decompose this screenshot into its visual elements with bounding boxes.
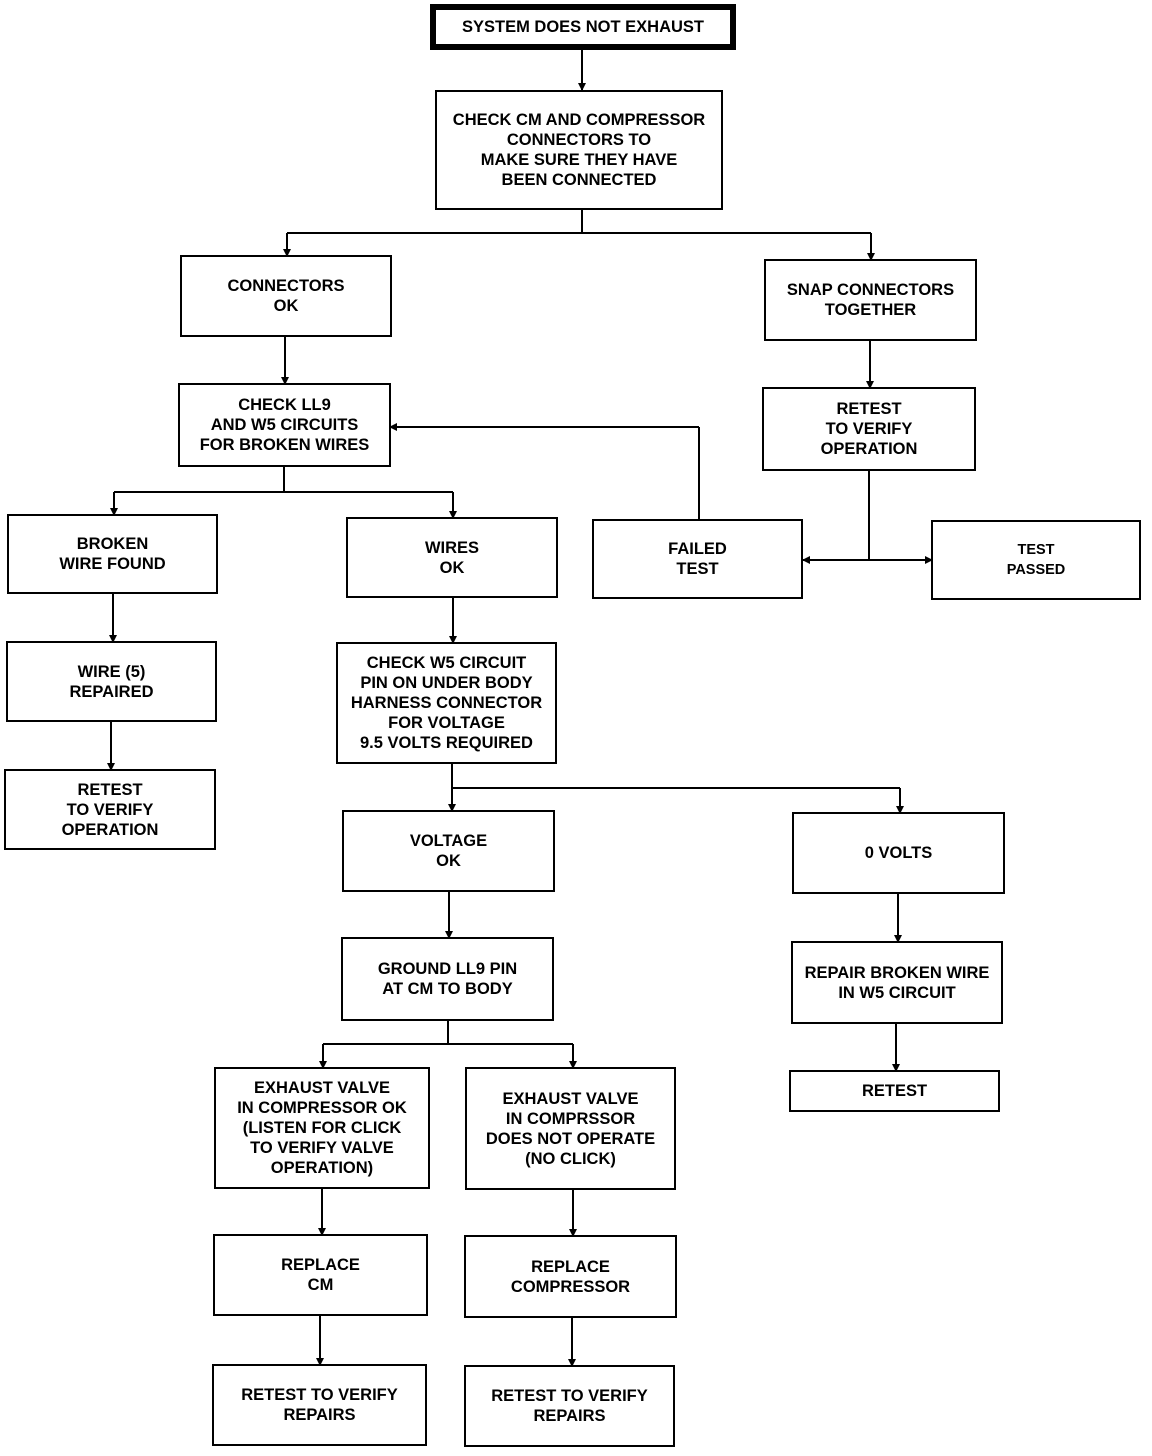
node-wire-repaired: WIRE (5) REPAIRED	[6, 641, 217, 722]
node-check-cm-compressor-connectors: CHECK CM AND COMPRESSOR CONNECTORS TO MA…	[435, 90, 723, 210]
node-retest-verify-operation-right: RETEST TO VERIFY OPERATION	[762, 387, 976, 471]
node-broken-wire-found: BROKEN WIRE FOUND	[7, 514, 218, 594]
node-exhaust-valve-does-not-operate: EXHAUST VALVE IN COMPRSSOR DOES NOT OPER…	[465, 1067, 676, 1190]
node-retest-verify-operation-left: RETEST TO VERIFY OPERATION	[4, 769, 216, 850]
node-retest-verify-repairs-left: RETEST TO VERIFY REPAIRS	[212, 1364, 427, 1446]
node-test-passed: TEST PASSED	[931, 520, 1141, 600]
node-failed-test: FAILED TEST	[592, 519, 803, 599]
node-connectors-ok: CONNECTORS OK	[180, 255, 392, 337]
node-system-does-not-exhaust: SYSTEM DOES NOT EXHAUST	[430, 4, 736, 50]
node-zero-volts: 0 VOLTS	[792, 812, 1005, 894]
node-retest: RETEST	[789, 1070, 1000, 1112]
node-check-w5-circuit-pin: CHECK W5 CIRCUIT PIN ON UNDER BODY HARNE…	[336, 642, 557, 764]
node-ground-ll9-pin: GROUND LL9 PIN AT CM TO BODY	[341, 937, 554, 1021]
node-check-ll9-w5-circuits: CHECK LL9 AND W5 CIRCUITS FOR BROKEN WIR…	[178, 383, 391, 467]
node-repair-broken-wire-w5: REPAIR BROKEN WIRE IN W5 CIRCUIT	[791, 941, 1003, 1024]
node-exhaust-valve-ok: EXHAUST VALVE IN COMPRESSOR OK (LISTEN F…	[214, 1067, 430, 1189]
node-replace-compressor: REPLACE COMPRESSOR	[464, 1235, 677, 1318]
node-replace-cm: REPLACE CM	[213, 1234, 428, 1316]
node-wires-ok: WIRES OK	[346, 517, 558, 598]
node-voltage-ok: VOLTAGE OK	[342, 810, 555, 892]
node-retest-verify-repairs-right: RETEST TO VERIFY REPAIRS	[464, 1365, 675, 1447]
node-snap-connectors-together: SNAP CONNECTORS TOGETHER	[764, 259, 977, 341]
